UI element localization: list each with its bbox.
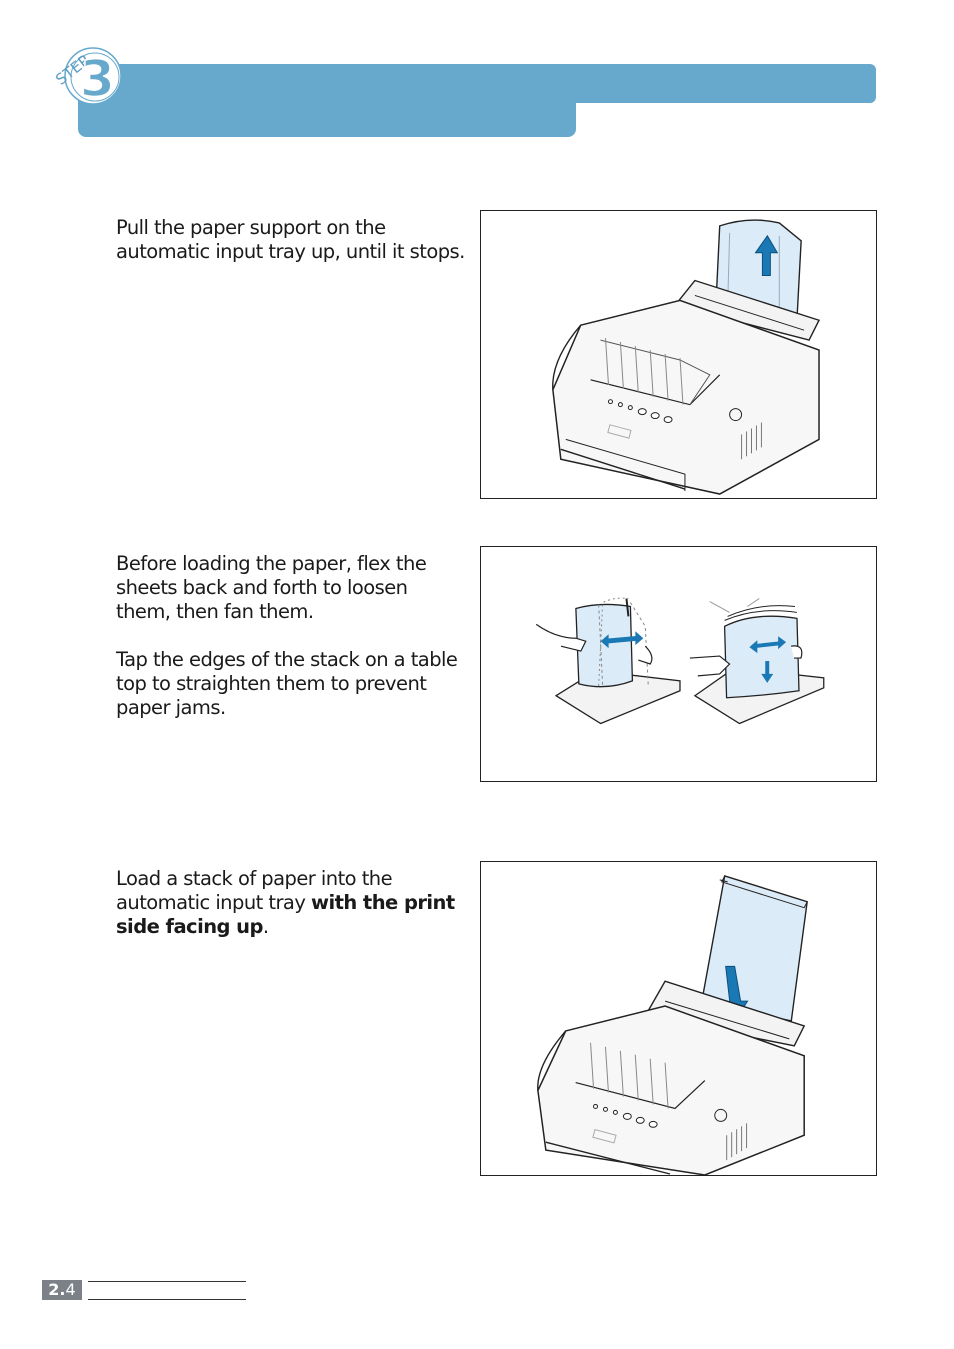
header-band-tab [78,64,576,137]
flex-paper-illustration [480,546,877,782]
load-paper-illustration [480,861,877,1176]
page-number: 2.4 [42,1280,82,1300]
footer-rule-bottom [88,1299,246,1300]
step-2-paragraph-flex: Before loading the paper, flex the sheet… [116,552,427,623]
printer-paper-support-illustration [480,210,877,499]
step-3-text-start: Load a stack of paper into the automatic… [116,867,393,914]
step-2-paragraph-tap: Tap the edges of the stack on a table to… [116,648,458,719]
step-3-text-emphasis: with the print side facing up [116,891,455,938]
page-number-chapter: 2. [48,1280,66,1299]
printer-illustration-3 [537,875,808,1175]
step-1-text: Pull the paper support on the automatic … [116,216,466,264]
step-1-paragraph: Pull the paper support on the automatic … [116,216,465,263]
step-2-text: Before loading the paper, flex the sheet… [116,552,466,720]
step-number: 3 [80,50,115,108]
step-3-text-end: . [262,915,269,938]
step-3-paragraph: Load a stack of paper into the automatic… [116,867,466,939]
footer-rule-top [88,1281,246,1282]
printer-illustration-1 [552,219,821,495]
step-3-text: Load a stack of paper into the automatic… [116,867,466,939]
page-number-page: 4 [65,1280,76,1299]
step-badge: STEP 3 [52,47,122,109]
flex-and-tap-illustration [535,597,825,725]
